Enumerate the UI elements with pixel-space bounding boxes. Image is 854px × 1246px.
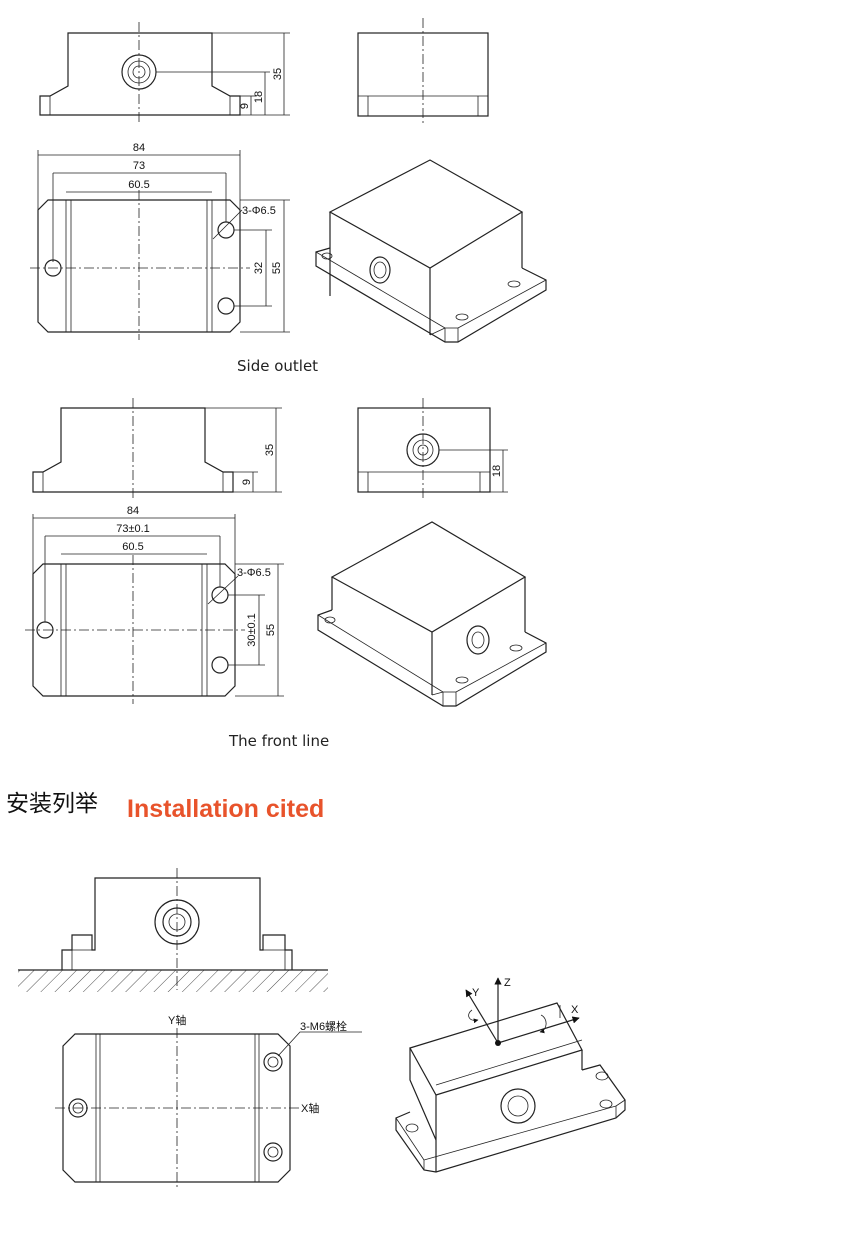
front-line-front-view bbox=[32, 398, 282, 500]
dim-height-9-side: 9 bbox=[239, 103, 251, 109]
caption-side-outlet: Side outlet bbox=[237, 357, 318, 375]
dim-width-73-side: 73 bbox=[133, 160, 145, 172]
dim-depth-32-side: 32 bbox=[253, 262, 265, 274]
axis-label-z: Z bbox=[504, 977, 511, 989]
section-title-en: Installation cited bbox=[127, 795, 324, 823]
axis-label-y: Y bbox=[472, 987, 480, 999]
dim-width-605-side: 60.5 bbox=[128, 179, 149, 191]
install-plan-view bbox=[55, 1028, 362, 1190]
dim-holes-side: 3-Φ6.5 bbox=[242, 205, 276, 217]
bolt-label: 3-M6螺栓 bbox=[300, 1019, 347, 1033]
install-mounted-front-view bbox=[18, 868, 328, 992]
dim-width-73-front: 73±0.1 bbox=[116, 523, 150, 535]
y-axis-label: Y轴 bbox=[168, 1013, 186, 1027]
dim-height-35-front: 35 bbox=[264, 444, 276, 456]
dim-depth-55-front: 55 bbox=[265, 624, 277, 636]
side-outlet-front-view bbox=[39, 22, 290, 122]
side-outlet-isometric bbox=[315, 159, 547, 343]
dim-height-9-front: 9 bbox=[241, 479, 253, 485]
side-outlet-side-view bbox=[357, 18, 489, 124]
front-line-isometric bbox=[317, 521, 547, 707]
dim-width-605-front: 60.5 bbox=[122, 541, 143, 553]
dim-depth-55-side: 55 bbox=[271, 262, 283, 274]
front-line-side-view bbox=[357, 398, 508, 500]
install-isometric bbox=[395, 977, 626, 1173]
dim-width-84-front: 84 bbox=[127, 505, 139, 517]
dim-width-84-side: 84 bbox=[133, 142, 145, 154]
x-axis-label: X轴 bbox=[301, 1101, 319, 1115]
front-line-plan-view bbox=[25, 514, 284, 704]
dim-depth-30-front: 30±0.1 bbox=[246, 613, 258, 647]
dim-height-35-side: 35 bbox=[272, 68, 284, 80]
caption-front-line: The front line bbox=[228, 732, 329, 750]
dim-holes-front: 3-Φ6.5 bbox=[237, 567, 271, 579]
dim-height-18-front: 18 bbox=[491, 465, 503, 477]
axis-label-x: X bbox=[571, 1004, 579, 1016]
side-outlet-plan-view bbox=[30, 150, 290, 340]
section-title-cn: 安装列举 bbox=[6, 791, 98, 817]
dim-height-18-side: 18 bbox=[253, 91, 265, 103]
